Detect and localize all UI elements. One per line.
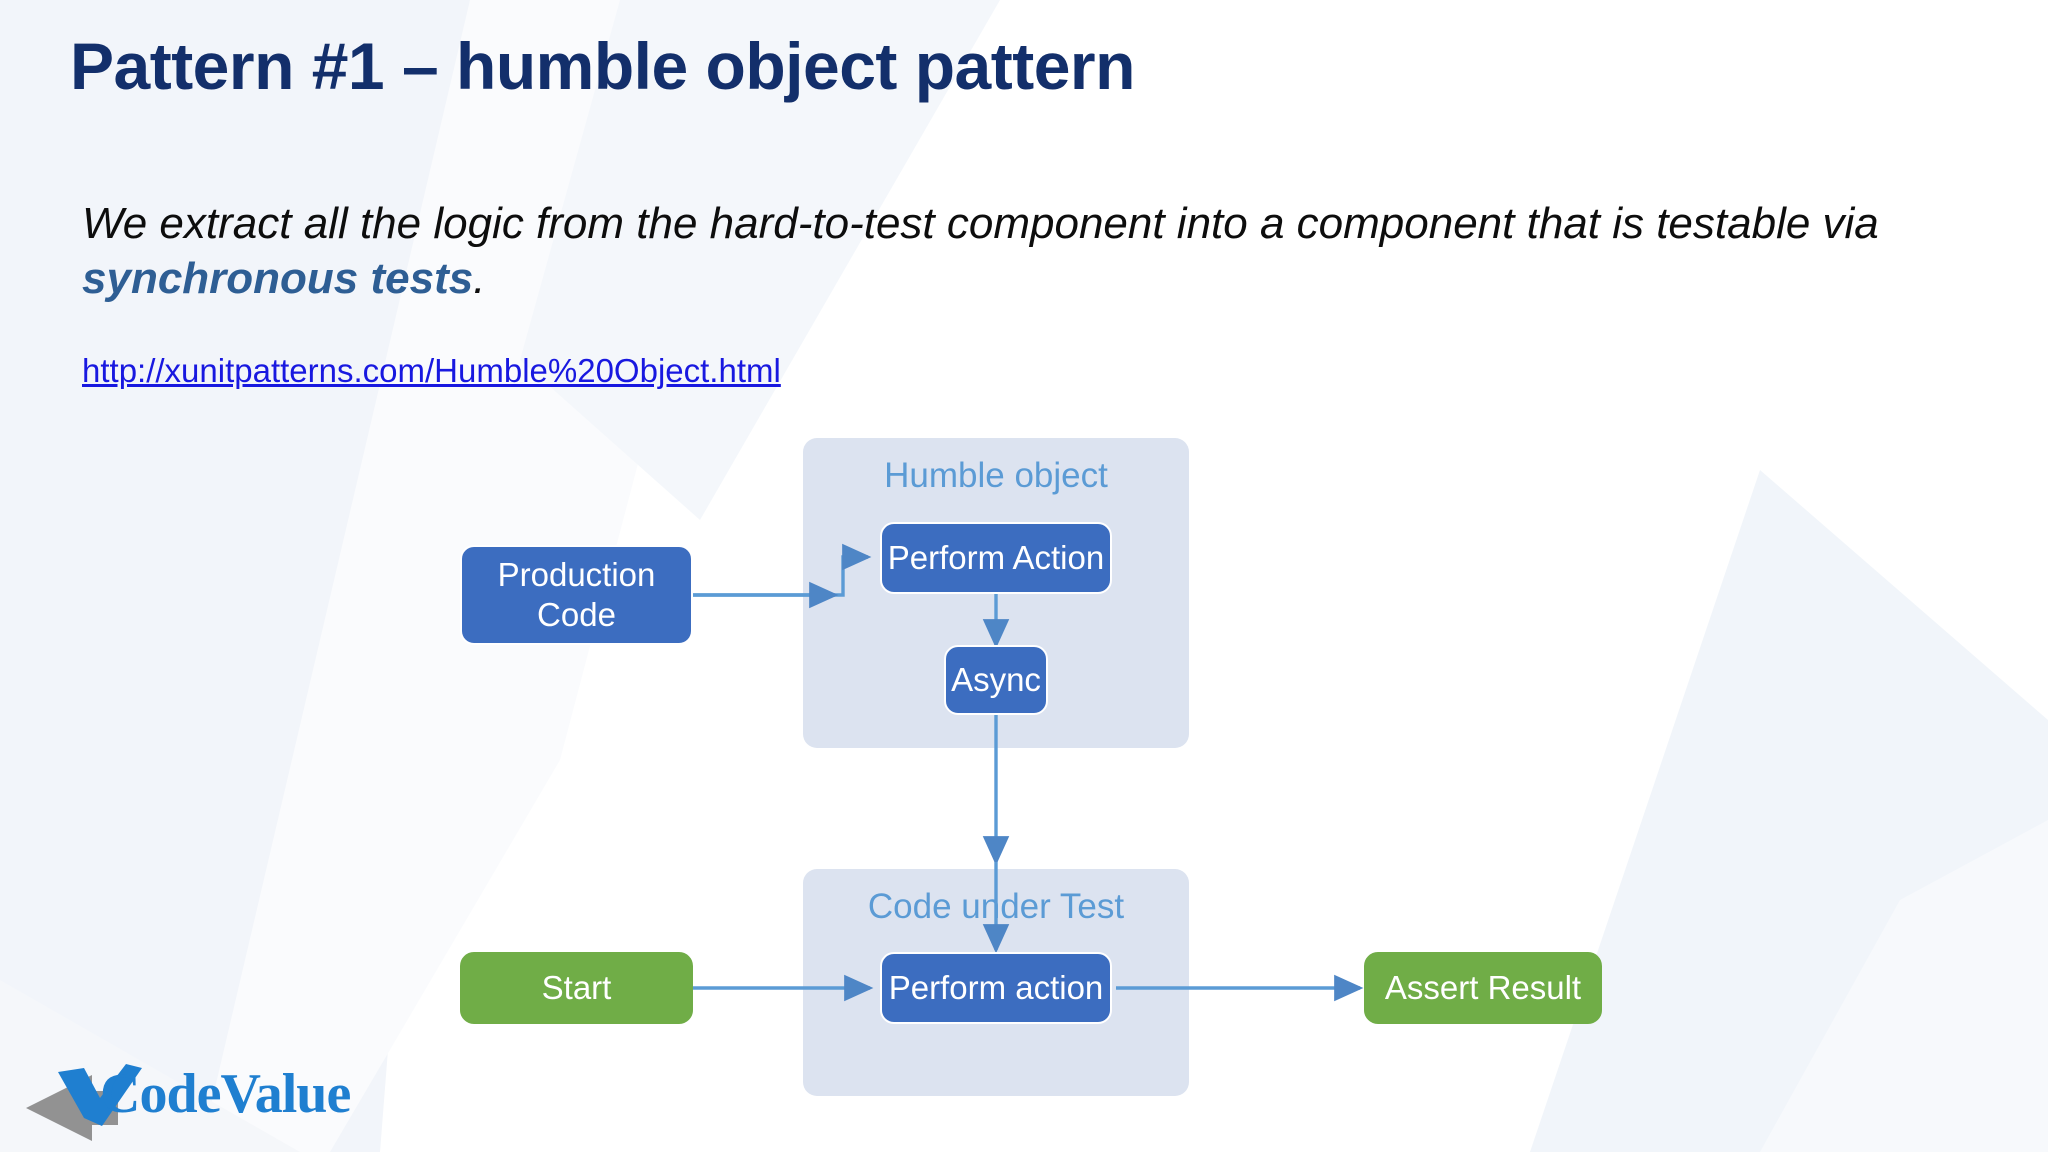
node-assert-result-label: Assert Result (1384, 968, 1582, 1006)
node-production-code[interactable]: Production Code (460, 545, 693, 645)
reference-link[interactable]: http://xunitpatterns.com/Humble%20Object… (82, 352, 781, 389)
codevalue-logo-mark (26, 1064, 142, 1141)
codevalue-logo: CodeValue (22, 1058, 351, 1144)
node-start-label: Start (541, 968, 612, 1006)
group-label-humble-object: Humble object (884, 456, 1108, 495)
node-perform-action-humble-label: Perform Action (887, 538, 1105, 576)
node-perform-action-test[interactable]: Perform action (880, 952, 1112, 1024)
body-lead-text: We extract all the logic from the hard-t… (82, 199, 1879, 248)
node-perform-action-humble[interactable]: Perform Action (880, 522, 1112, 594)
node-assert-result[interactable]: Assert Result (1364, 952, 1602, 1024)
body-tail-text: . (473, 254, 486, 304)
node-start[interactable]: Start (460, 952, 693, 1024)
slide-title: Pattern #1 – humble object pattern (70, 29, 1135, 103)
node-production-code-label: Production Code (497, 555, 656, 633)
group-label-code-under-test: Code under Test (867, 887, 1125, 926)
node-async-label: Async (951, 660, 1041, 698)
codevalue-logo-text: CodeValue (100, 1063, 351, 1125)
node-async[interactable]: Async (944, 645, 1048, 715)
slide-body-text: We extract all the logic from the hard-t… (82, 196, 1912, 307)
body-accent-text: synchronous tests (82, 254, 474, 304)
node-perform-action-test-label: Perform action (888, 968, 1104, 1006)
